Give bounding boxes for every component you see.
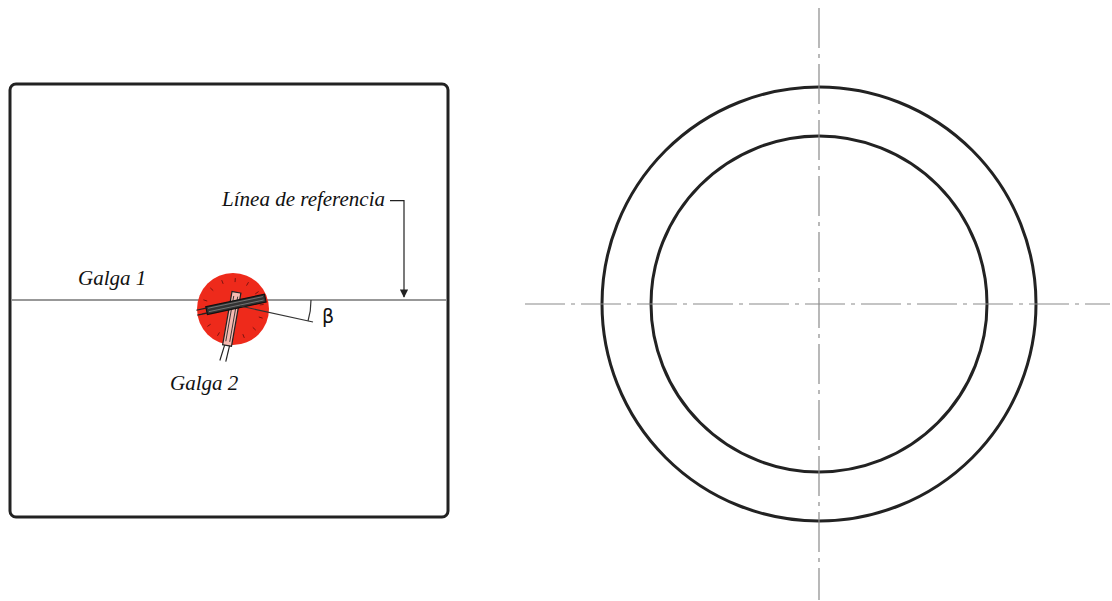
texture-stroke bbox=[217, 332, 219, 335]
texture-stroke bbox=[253, 327, 256, 330]
center-line bbox=[818, 8, 819, 600]
texture-stroke bbox=[203, 300, 207, 301]
gauge-label: Galga 1 bbox=[78, 267, 146, 290]
texture-stroke bbox=[222, 280, 223, 284]
center-line bbox=[525, 303, 1110, 304]
leader-line bbox=[390, 201, 404, 297]
texture-stroke bbox=[259, 317, 263, 318]
angle-arc bbox=[308, 300, 311, 321]
angle-label: β bbox=[322, 306, 334, 327]
plate-outline bbox=[10, 84, 448, 517]
texture-stroke bbox=[207, 324, 210, 326]
texture-stroke bbox=[243, 334, 244, 338]
gauge-1-symbol bbox=[196, 294, 266, 316]
texture-stroke bbox=[260, 304, 264, 306]
gauge-label: Galga 2 bbox=[170, 372, 238, 395]
reference-label: Línea de referencia bbox=[222, 188, 385, 211]
texture-stroke bbox=[247, 282, 249, 285]
texture-stroke bbox=[210, 288, 213, 291]
texture-stroke bbox=[255, 292, 258, 294]
texture-stroke bbox=[235, 278, 236, 282]
angle-line bbox=[240, 306, 313, 322]
